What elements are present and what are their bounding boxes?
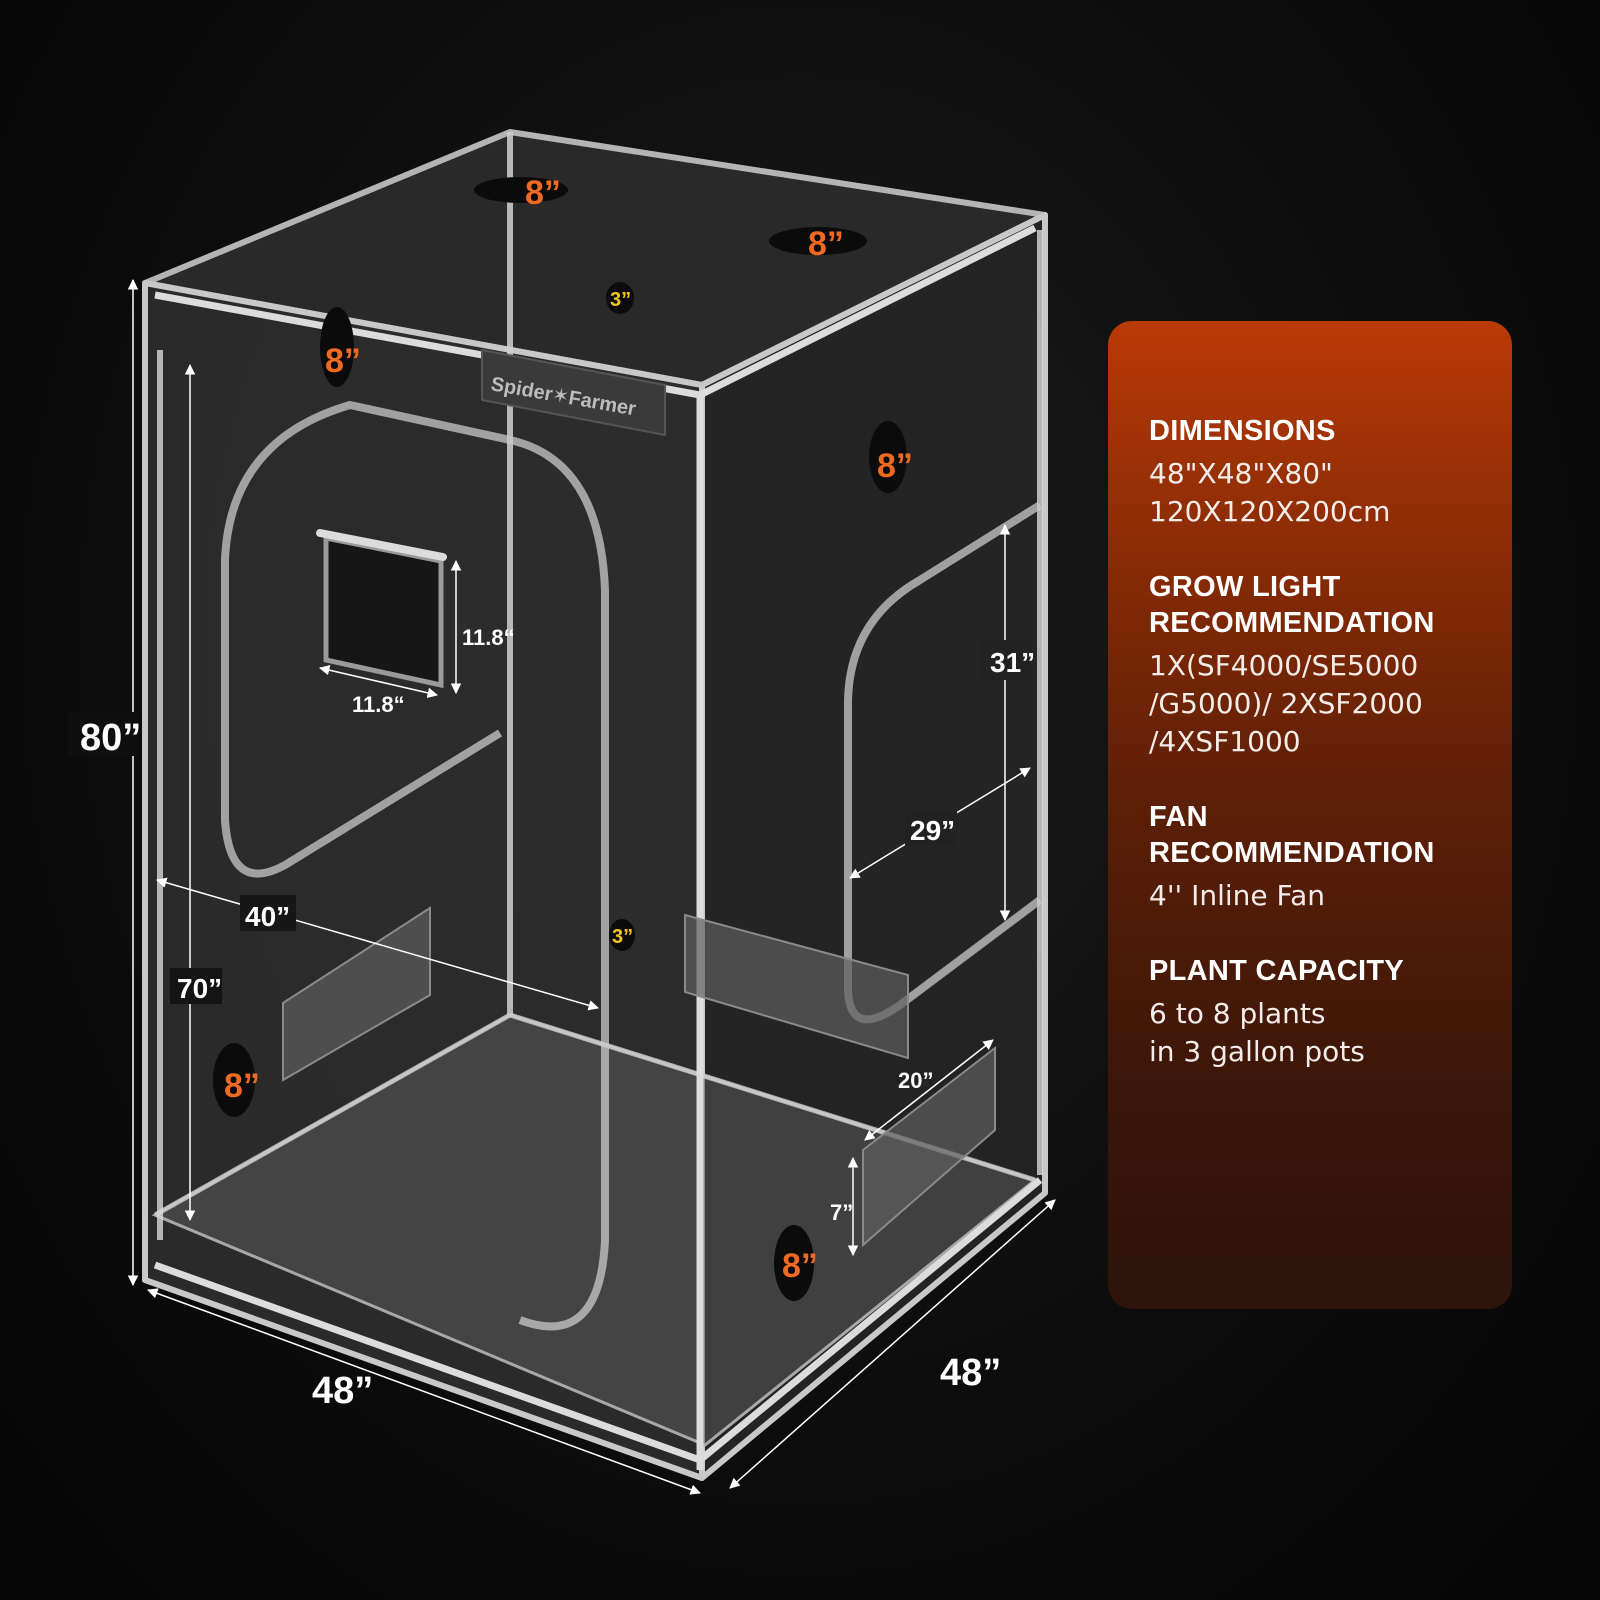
vent-port-top-right bbox=[769, 227, 867, 255]
spec-dimensions-value: 48"X48"X80" 120X120X200cm bbox=[1149, 457, 1391, 528]
side-door-width-label: 29” bbox=[910, 815, 955, 846]
spec-dimensions-heading: DIMENSIONS bbox=[1149, 415, 1336, 447]
spec-fan-value: 4'' Inline Fan bbox=[1149, 879, 1325, 912]
spec-fan-heading: FAN RECOMMENDATION bbox=[1149, 801, 1435, 869]
spec-dimensions: DIMENSIONS 48"X48"X80" 120X120X200cm bbox=[1149, 413, 1482, 531]
spec-panel: DIMENSIONS 48"X48"X80" 120X120X200cm GRO… bbox=[1108, 321, 1512, 1309]
width-front-label: 48” bbox=[312, 1370, 373, 1412]
window-width-label: 11.8“ bbox=[352, 692, 405, 717]
front-window bbox=[323, 534, 444, 689]
window-width-line bbox=[318, 665, 439, 698]
small-port-front bbox=[609, 919, 635, 951]
spec-grow-light-value: 1X(SF4000/SE5000 /G5000)/ 2XSF2000 /4XSF… bbox=[1149, 649, 1423, 758]
logo-plate bbox=[481, 348, 666, 437]
vent-label-front-lower: 8” bbox=[224, 1067, 260, 1105]
depth-side-label: 48” bbox=[940, 1352, 1001, 1394]
depth-side-line bbox=[729, 1199, 1056, 1489]
vent-label-side-upper: 8” bbox=[877, 447, 913, 485]
height-door-label: 70” bbox=[177, 973, 222, 1004]
vent-label-front-upper: 8” bbox=[325, 342, 361, 380]
spec-grow-light-heading: GROW LIGHT RECOMMENDATION bbox=[1149, 571, 1435, 639]
door-width-label: 40” bbox=[245, 901, 290, 932]
spec-fan: FAN RECOMMENDATION 4'' Inline Fan bbox=[1149, 799, 1482, 915]
window-height-label: 11.8“ bbox=[462, 625, 515, 650]
side-window-width-line bbox=[864, 1039, 994, 1141]
height-total-label: 80” bbox=[80, 717, 141, 759]
side-window-width-label: 20” bbox=[898, 1068, 933, 1093]
small-port-top bbox=[606, 282, 634, 314]
spec-plant-capacity-heading: PLANT CAPACITY bbox=[1149, 955, 1404, 987]
vent-label-side-lower: 8” bbox=[782, 1247, 818, 1285]
width-front-line bbox=[147, 1288, 701, 1495]
vent-port-front-lower bbox=[213, 1043, 255, 1117]
door-width-line bbox=[155, 877, 600, 1011]
side-door-height-label: 31” bbox=[990, 647, 1035, 678]
vent-port-front-upper bbox=[320, 307, 354, 387]
small-label-top: 3” bbox=[610, 289, 631, 311]
front-door-outline bbox=[221, 400, 609, 1331]
spec-plant-capacity-value: 6 to 8 plants in 3 gallon pots bbox=[1149, 997, 1365, 1068]
vent-port-side-upper bbox=[869, 421, 907, 493]
spec-grow-light: GROW LIGHT RECOMMENDATION 1X(SF4000/SE50… bbox=[1149, 569, 1482, 761]
small-label-front: 3” bbox=[612, 926, 633, 948]
vent-label-top-left: 8” bbox=[525, 174, 561, 212]
side-window-height-label: 7” bbox=[830, 1200, 853, 1225]
vent-port-top-left bbox=[474, 177, 568, 203]
spec-plant-capacity: PLANT CAPACITY 6 to 8 plants in 3 gallon… bbox=[1149, 953, 1482, 1071]
vent-label-top-right: 8” bbox=[808, 225, 844, 263]
